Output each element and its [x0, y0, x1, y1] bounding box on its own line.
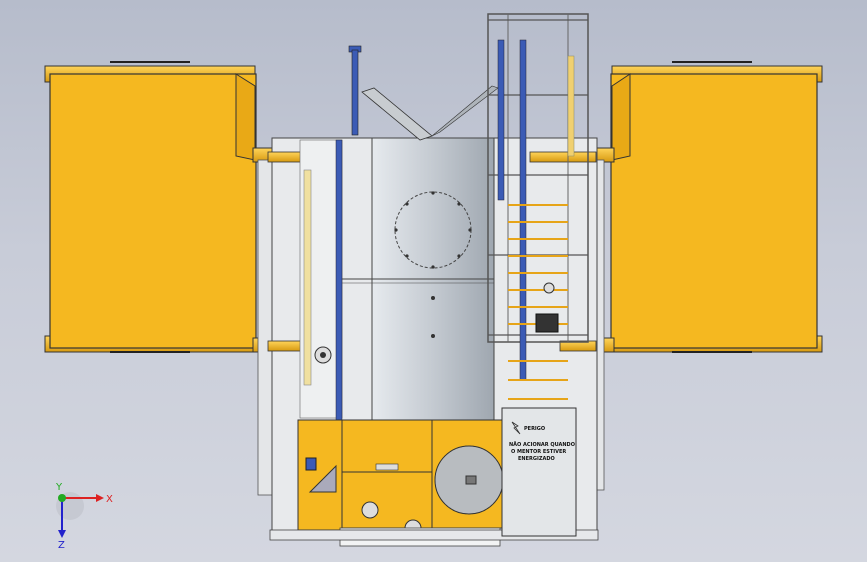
- right-radiator[interactable]: [589, 61, 823, 353]
- triad-y-label: Y: [55, 482, 63, 493]
- triad-x-label: X: [106, 494, 113, 505]
- bottom-compartments[interactable]: [269, 419, 599, 547]
- warning-line-2: O MENTOR ESTIVER: [511, 449, 566, 455]
- warning-line-3: ENERGIZADO: [518, 456, 555, 462]
- warning-plate[interactable]: PERIGO NÃO ACIONAR QUANDO O MENTOR ESTIV…: [501, 407, 577, 537]
- conservator-mast[interactable]: [348, 45, 499, 141]
- triad-z-label: Z: [58, 540, 65, 551]
- warning-line-1: NÃO ACIONAR QUANDO: [509, 441, 575, 448]
- left-radiator[interactable]: [44, 61, 278, 353]
- axis-triad: X Y Z: [55, 482, 113, 551]
- ladder-rungs: [508, 204, 568, 400]
- warning-title: PERIGO: [524, 426, 545, 432]
- ladder-cage[interactable]: [487, 13, 589, 400]
- manhole-bolt-ring: [394, 191, 472, 269]
